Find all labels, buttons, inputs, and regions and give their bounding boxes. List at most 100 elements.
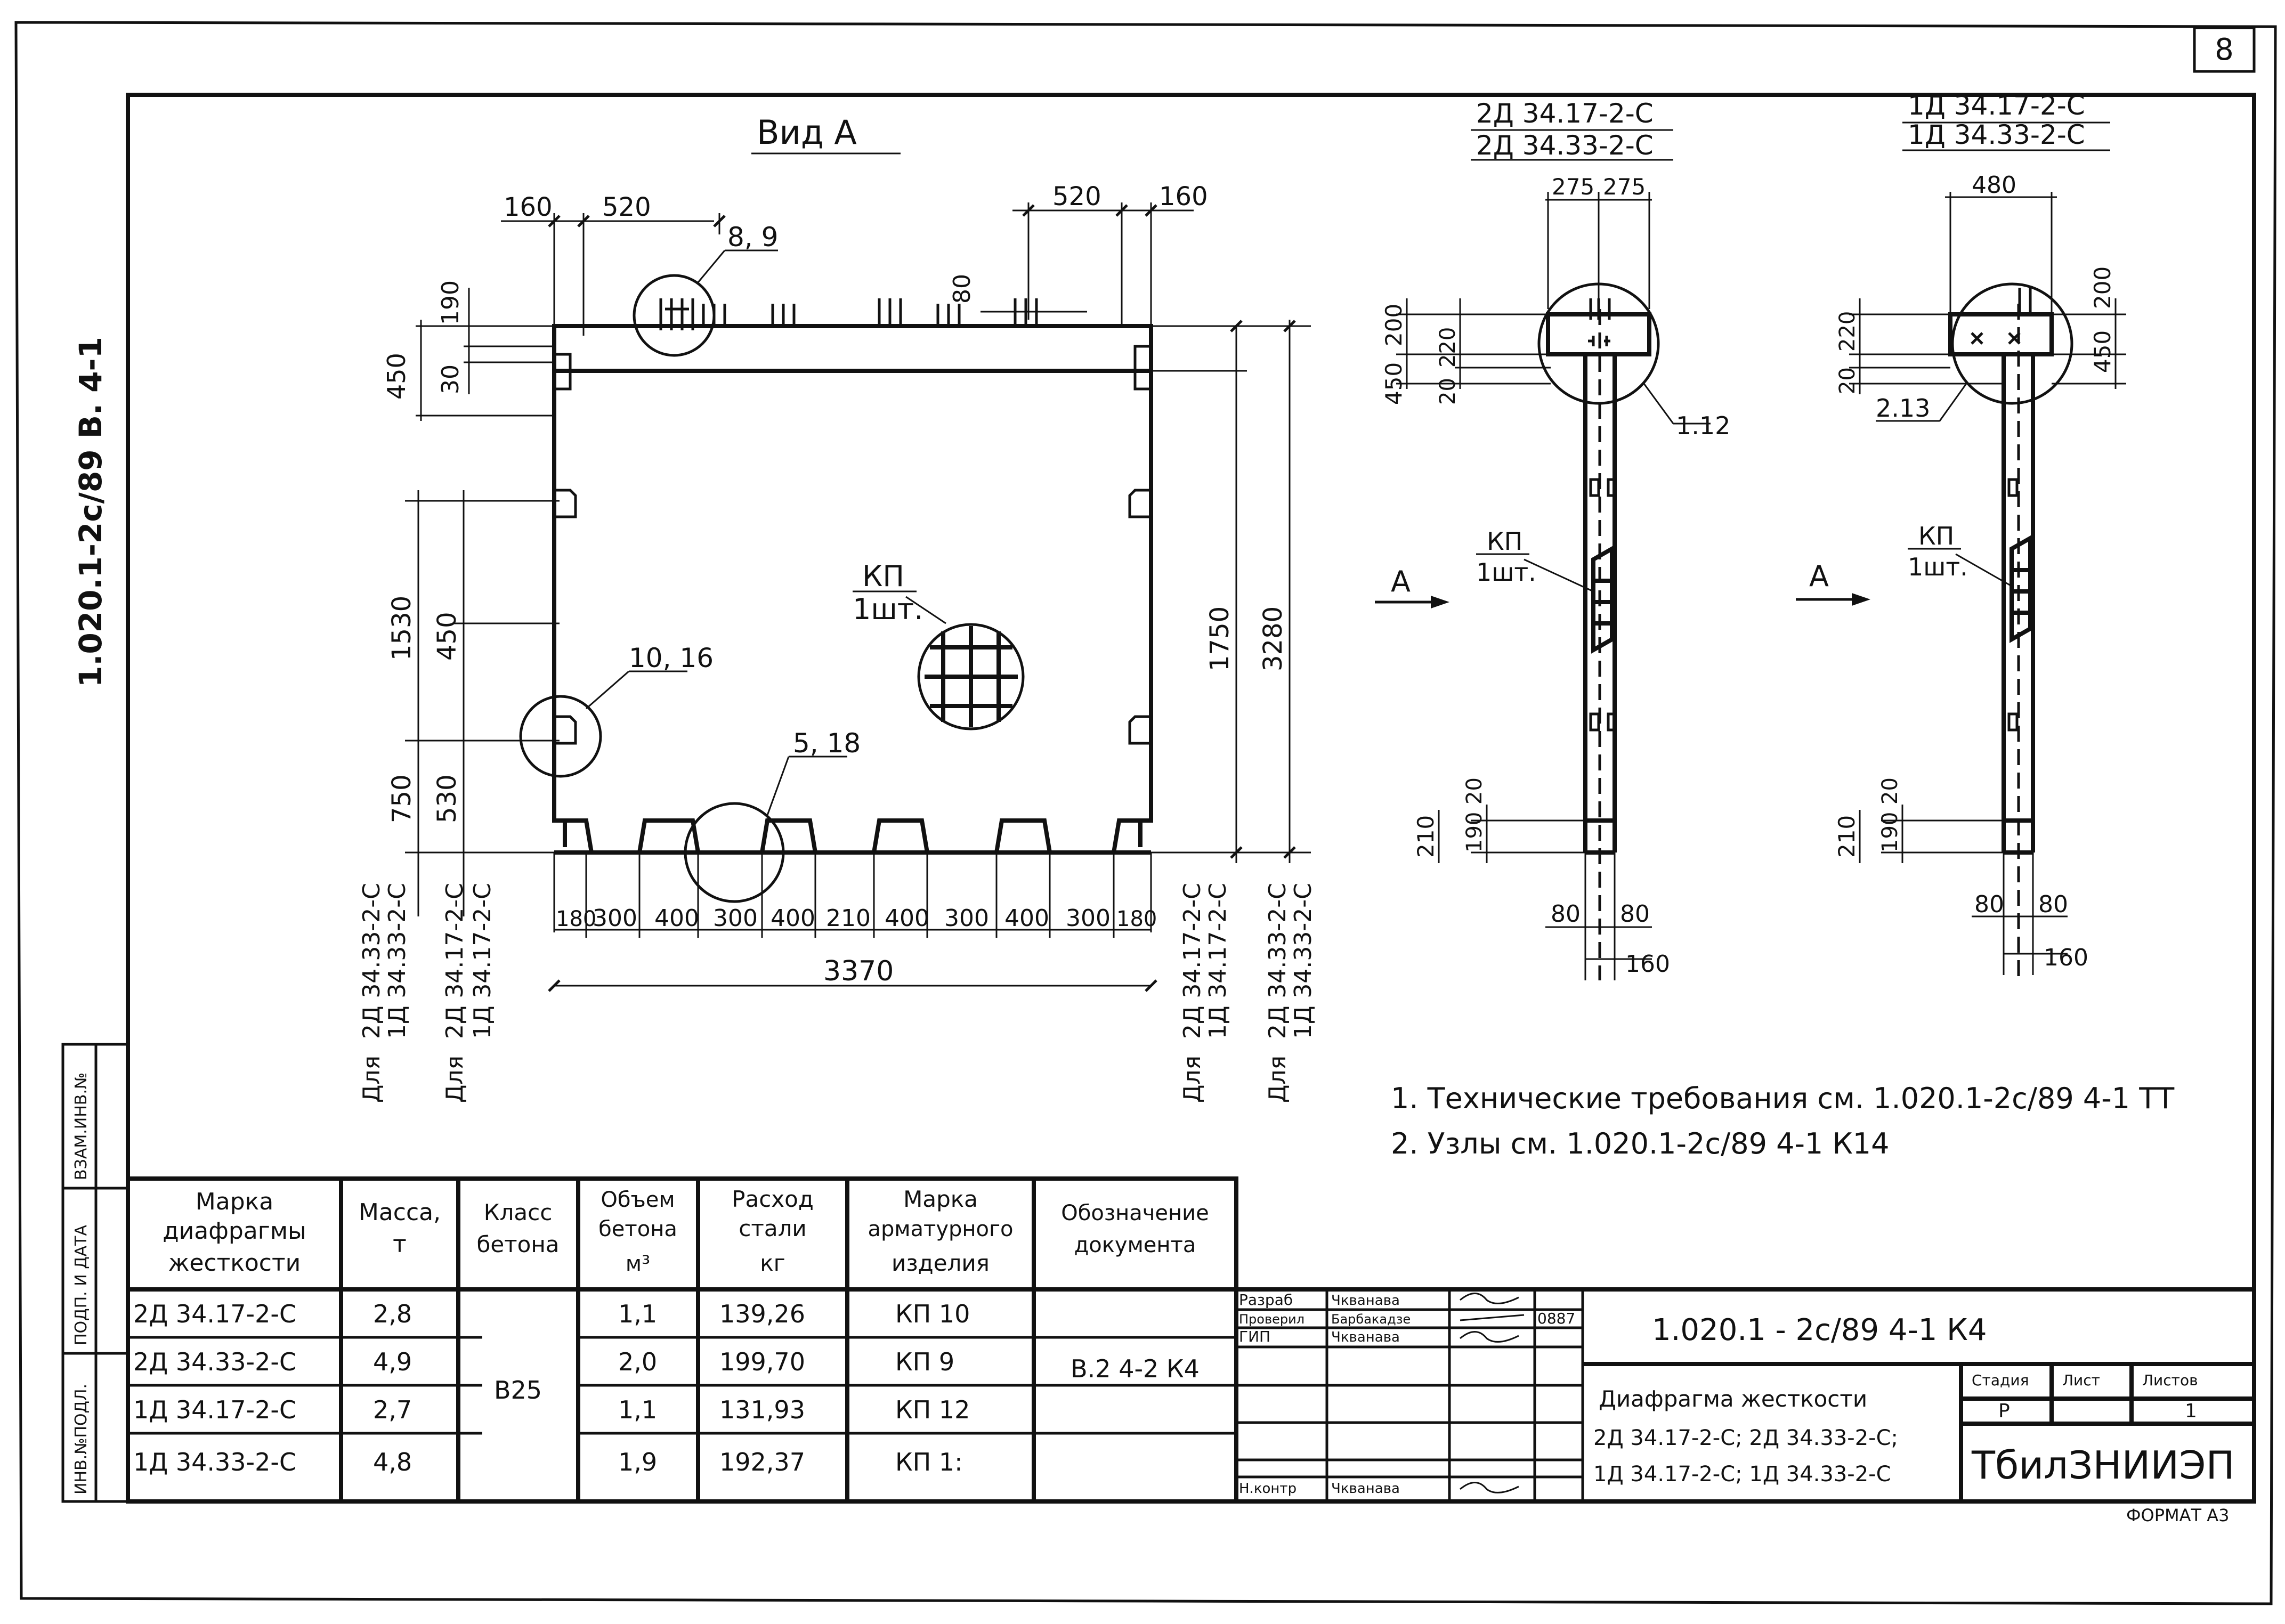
tb-role-7: Н.контр <box>1239 1481 1297 1497</box>
top-dim-3: 520 <box>1052 182 1101 212</box>
side-code: 1.020.1-2с/89 В. 4-1 <box>72 337 109 687</box>
section-1d-callout: 2.13 <box>1876 394 1930 423</box>
row3-steel: 131,93 <box>719 1395 805 1424</box>
note-2: 2. Узлы см. 1.020.1-2с/89 4-1 К14 <box>1391 1127 1890 1160</box>
bottom-dim-5: 400 <box>771 905 815 932</box>
row4-item: КП 1: <box>895 1448 963 1476</box>
right-mark-a2: 1Д 34.17-2-С <box>1204 883 1231 1039</box>
hdr-mark-2: диафрагмы <box>163 1217 306 1245</box>
bottom-dim-2: 300 <box>593 905 637 932</box>
section-1d-dim-20: 20 <box>1835 367 1860 394</box>
hdr-steel-2: стали <box>739 1215 806 1241</box>
section-1d-dim-20b: 20 <box>1878 777 1902 805</box>
bottom-dim-9: 400 <box>1004 905 1049 932</box>
callout-10-16: 10, 16 <box>629 643 714 673</box>
section-1d-mark-bottom: 1Д 34.33-2-С <box>1908 119 2085 150</box>
section-1d-mark-top: 1Д 34.17-2-С <box>1908 90 2085 121</box>
tb-name-line2: 2Д 34.17-2-С; 2Д 34.33-2-С; <box>1593 1426 1898 1450</box>
hdr-doc-2: документа <box>1074 1233 1196 1257</box>
row1-steel: 139,26 <box>719 1300 805 1328</box>
dim-30: 30 <box>437 364 464 394</box>
note-1: 1. Технические требования см. 1.020.1-2с… <box>1391 1082 2175 1115</box>
hdr-steel-3: кг <box>760 1250 785 1276</box>
hdr-doc-1: Обозначение <box>1061 1201 1209 1225</box>
view-a: Вид А 8, 9 10, 16 5, 18 <box>358 113 1317 1103</box>
section-2d-kp-qty: 1шт. <box>1476 558 1536 587</box>
section-2d-dim-top-1: 275 <box>1552 174 1594 200</box>
section-1d-dim-450: 450 <box>2089 330 2116 373</box>
tb-sheet-label: Лист <box>2062 1371 2100 1389</box>
section-1d-dim-top: 480 <box>1972 172 2016 199</box>
tb-name-7: Чкванава <box>1331 1481 1400 1497</box>
section-2d-mark-bottom: 2Д 34.33-2-С <box>1476 130 1654 161</box>
row4-mark: 1Д 34.33-2-С <box>133 1448 296 1476</box>
section-1d-arrow-label: А <box>1809 559 1829 593</box>
dim-3280: 3280 <box>1258 606 1288 671</box>
section-1d-dim-160: 160 <box>2044 944 2088 971</box>
tb-sheets-value: 1 <box>2185 1400 2197 1422</box>
bottom-dim-11: 180 <box>1116 907 1157 931</box>
section-1d: 1Д 34.17-2-С 1Д 34.33-2-С 480 2.13 КП 1ш… <box>1796 90 2126 980</box>
tb-role-2: Проверил <box>1239 1312 1304 1327</box>
document-designation: В.2 4-2 К4 <box>1071 1354 1200 1383</box>
section-2d: 2Д 34.17-2-С 2Д 34.33-2-С 275 275 1.12 К… <box>1375 98 1730 980</box>
dim-750: 750 <box>387 774 417 823</box>
tb-designation: 1.020.1 - 2с/89 4-1 К4 <box>1652 1313 1987 1347</box>
left-mark-b1: 2Д 34.17-2-С <box>441 883 468 1039</box>
section-2d-dim-80b: 80 <box>1620 900 1650 928</box>
hdr-class-2: бетона <box>476 1231 559 1257</box>
stamp-sign-date: ПОДП. И ДАТА <box>72 1224 91 1345</box>
hdr-vol-3: м³ <box>626 1252 650 1276</box>
top-dim-4: 160 <box>1159 182 1208 212</box>
dim-80: 80 <box>949 274 976 304</box>
bottom-dim-10: 300 <box>1066 905 1111 932</box>
section-2d-dim-450: 450 <box>1381 362 1407 405</box>
section-2d-dim-20b: 20 <box>1462 777 1487 805</box>
right-for-a: Для <box>1179 1055 1206 1103</box>
tb-role-3: ГИП <box>1239 1328 1270 1345</box>
row1-mass: 2,8 <box>373 1300 412 1328</box>
left-for-b: Для <box>441 1055 468 1103</box>
row1-mark: 2Д 34.17-2-С <box>133 1300 296 1328</box>
row1-item: КП 10 <box>895 1300 970 1328</box>
tb-stage-label: Стадия <box>1972 1371 2029 1389</box>
section-1d-dim-200: 200 <box>2089 266 2116 309</box>
row3-mass: 2,7 <box>373 1395 412 1424</box>
row3-item: КП 12 <box>895 1395 970 1424</box>
row2-steel: 199,70 <box>719 1347 805 1376</box>
tb-name-2: Барбакадзе <box>1331 1312 1411 1327</box>
section-1d-dim-220: 220 <box>1835 311 1860 352</box>
row3-vol: 1,1 <box>618 1395 657 1424</box>
hdr-vol-2: бетона <box>598 1217 677 1241</box>
dim-1750: 1750 <box>1205 606 1235 671</box>
right-for-b: Для <box>1264 1055 1291 1103</box>
hdr-class-1: Класс <box>484 1199 553 1225</box>
tb-name-1: Чкванава <box>1331 1293 1400 1309</box>
section-1d-dim-210: 210 <box>1834 815 1860 858</box>
section-2d-dim-160: 160 <box>1625 951 1670 978</box>
bottom-dim-8: 300 <box>944 905 989 932</box>
row4-mass: 4,8 <box>373 1448 412 1476</box>
format-label: ФОРМАТ А3 <box>2126 1505 2230 1525</box>
row2-mark: 2Д 34.33-2-С <box>133 1347 296 1376</box>
section-2d-dim-210: 210 <box>1413 815 1439 858</box>
kp-label-view-a: КП <box>862 559 904 593</box>
dim-530: 530 <box>432 774 462 823</box>
section-1d-dim-80a: 80 <box>1974 891 2004 918</box>
stamp-instead-inv: ВЗАМ.ИНВ.№ <box>72 1073 91 1180</box>
right-mark-b2: 1Д 34.33-2-С <box>1290 883 1317 1039</box>
dim-450: 450 <box>432 612 462 661</box>
spec-table: Марка диафрагмы жесткости Масса, т Класс… <box>126 1176 1238 1504</box>
section-2d-dim-80a: 80 <box>1551 900 1581 928</box>
row3-mark: 1Д 34.17-2-С <box>133 1395 296 1424</box>
row4-vol: 1,9 <box>618 1448 657 1476</box>
section-1d-kp-qty: 1шт. <box>1908 553 1968 581</box>
section-2d-mark-top: 2Д 34.17-2-С <box>1476 98 1654 129</box>
section-2d-dim-190: 190 <box>1462 812 1487 852</box>
callout-5-18: 5, 18 <box>793 728 861 759</box>
row2-vol: 2,0 <box>618 1347 657 1376</box>
stamp-inv-orig: ИНВ.№ПОДЛ. <box>72 1384 91 1495</box>
top-dim-1: 160 <box>504 192 553 222</box>
callout-8-9: 8, 9 <box>727 222 778 253</box>
